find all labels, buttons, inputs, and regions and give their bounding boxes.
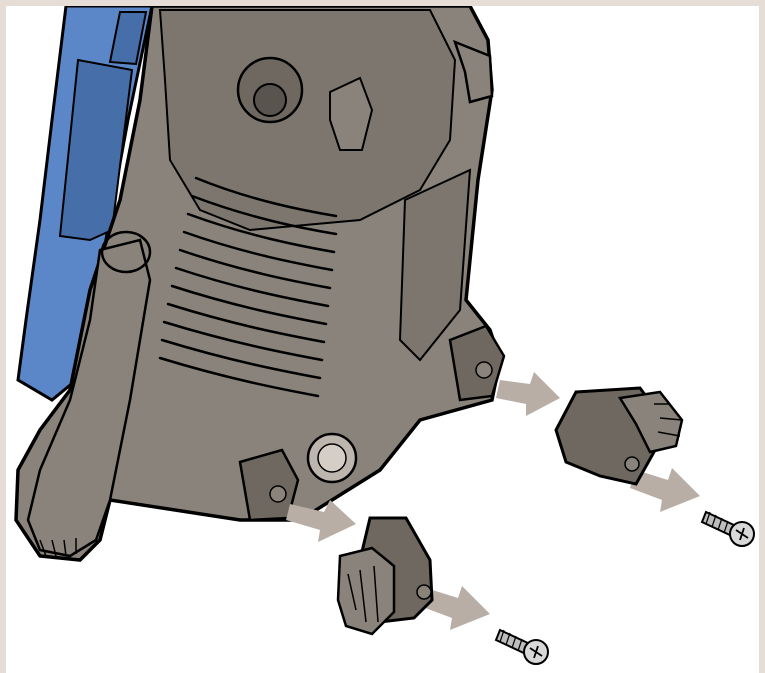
arrow-wheel-right [496,372,560,416]
wheel-left [338,518,432,634]
assembly-illustration [6,6,759,673]
wheel-right [556,388,682,484]
screw-right [702,512,754,546]
screw-left [496,630,548,664]
